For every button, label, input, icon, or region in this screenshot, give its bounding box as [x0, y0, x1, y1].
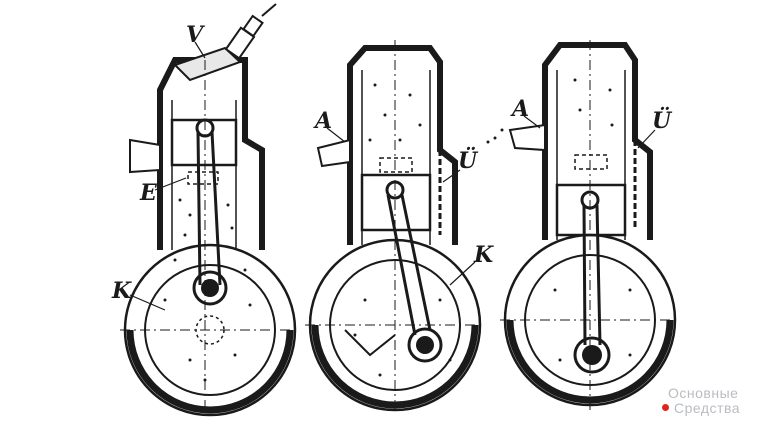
- engine-3-cylinder-wall: [542, 42, 653, 240]
- engine-1-mixture-dots: [163, 198, 252, 382]
- engine-2-counterweight: [344, 329, 396, 357]
- engine-3-u-leader: [637, 129, 656, 149]
- engine-2-a-leader: [326, 127, 346, 143]
- engine-3-port: [574, 154, 608, 170]
- engine-1-port: [187, 171, 219, 185]
- engine-2-port: [379, 157, 413, 173]
- engine-1-intake-pipe: [129, 138, 161, 174]
- engine-3-mixture-dots: [486, 78, 632, 362]
- engine-3-label-u: Ü: [652, 106, 673, 134]
- engine-2-u-leader: [442, 169, 461, 183]
- engine-2-label-u: Ü: [458, 146, 479, 174]
- engine-2-crank-pin: [416, 336, 434, 354]
- engine-2-mixture-dots: [353, 83, 452, 377]
- watermark-dot-icon: [662, 404, 669, 411]
- engine-2-exhaust-pipe: [316, 138, 351, 168]
- engine-2-label-k: K: [473, 242, 494, 268]
- watermark-line-2: Средства: [674, 400, 741, 416]
- watermark-line-1: Основные: [668, 385, 739, 401]
- engine-1-head-chamber: [173, 46, 242, 82]
- engine-1-label-k: K: [111, 278, 132, 304]
- engine-1-crank-pin: [201, 279, 219, 297]
- engine-2-label-a: A: [313, 108, 332, 134]
- engine-2-cylinder-wall: [347, 45, 458, 245]
- engine-2: A Ü K: [305, 40, 494, 412]
- engine-1-piston: [170, 118, 238, 167]
- engine-1-cylinder-right-wall: [242, 100, 265, 250]
- engine-1-crankcase-shade: [126, 329, 294, 414]
- engine-1-label-v: V: [186, 22, 205, 48]
- engine-3-connecting-rod: [582, 204, 602, 346]
- engine-2-k-leader: [449, 261, 476, 286]
- engine-3-label-a: A: [510, 96, 529, 122]
- engine-1-v-leader: [194, 41, 206, 59]
- engine-1-connecting-rod: [196, 131, 222, 286]
- engine-1-k-leader: [129, 294, 166, 311]
- engine-1-spark-plug: [224, 3, 277, 60]
- engine-1-e-leader: [154, 177, 187, 191]
- engine-3-a-leader: [523, 115, 541, 129]
- engine-3-exhaust-pipe: [508, 123, 546, 152]
- engine-3-big-end: [573, 336, 611, 374]
- watermark-logo: Основные Средства: [662, 385, 772, 419]
- engine-1-big-end: [192, 270, 228, 306]
- engine-1: V E K: [111, 3, 300, 417]
- engine-3: A Ü: [486, 40, 680, 410]
- engine-3-piston: [555, 183, 627, 237]
- engine-2-big-end: [407, 327, 443, 363]
- engine-3-crank-pin: [582, 345, 602, 365]
- engine-2-connecting-rod: [386, 194, 432, 336]
- engine-1-label-e: E: [139, 180, 158, 206]
- engine-1-cylinder-left-wall: [157, 57, 248, 250]
